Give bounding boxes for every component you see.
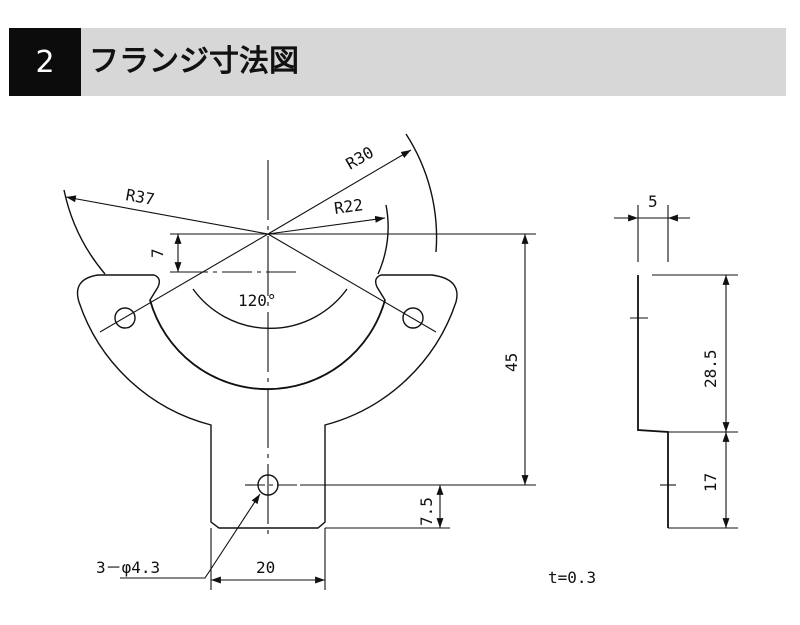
- leader-r22: [267, 215, 386, 235]
- flange-outline: [76, 274, 458, 529]
- section-title: フランジ寸法図: [89, 44, 299, 79]
- leader-r37: [65, 195, 269, 235]
- diagonal-line-right: [267, 233, 437, 333]
- label-holes: 3－φ4.3: [96, 558, 160, 577]
- mounting-hole-left: [114, 307, 136, 329]
- label-28-5: 28.5: [701, 349, 720, 388]
- label-17: 17: [701, 473, 720, 492]
- label-7-5: 7.5: [417, 497, 436, 526]
- label-7: 7: [148, 248, 167, 258]
- diagonal-line-left: [99, 233, 269, 333]
- label-r37: R37: [124, 185, 156, 209]
- label-20: 20: [256, 558, 275, 577]
- section-number: 2: [9, 28, 81, 96]
- arc-r37-right: [405, 133, 438, 253]
- arc-120: [192, 288, 348, 329]
- label-angle: 120°: [238, 291, 277, 310]
- label-r22: R22: [333, 195, 364, 218]
- label-5: 5: [648, 192, 658, 211]
- label-r30: R30: [343, 143, 378, 174]
- label-thickness: t=0.3: [548, 568, 596, 587]
- leader-r30: [267, 149, 412, 235]
- label-45: 45: [502, 353, 521, 372]
- leader-holes: [120, 493, 261, 579]
- mounting-hole-right: [402, 307, 424, 329]
- side-profile: [637, 275, 669, 528]
- section-header: 2 フランジ寸法図: [9, 28, 786, 96]
- arc-r22: [377, 204, 389, 275]
